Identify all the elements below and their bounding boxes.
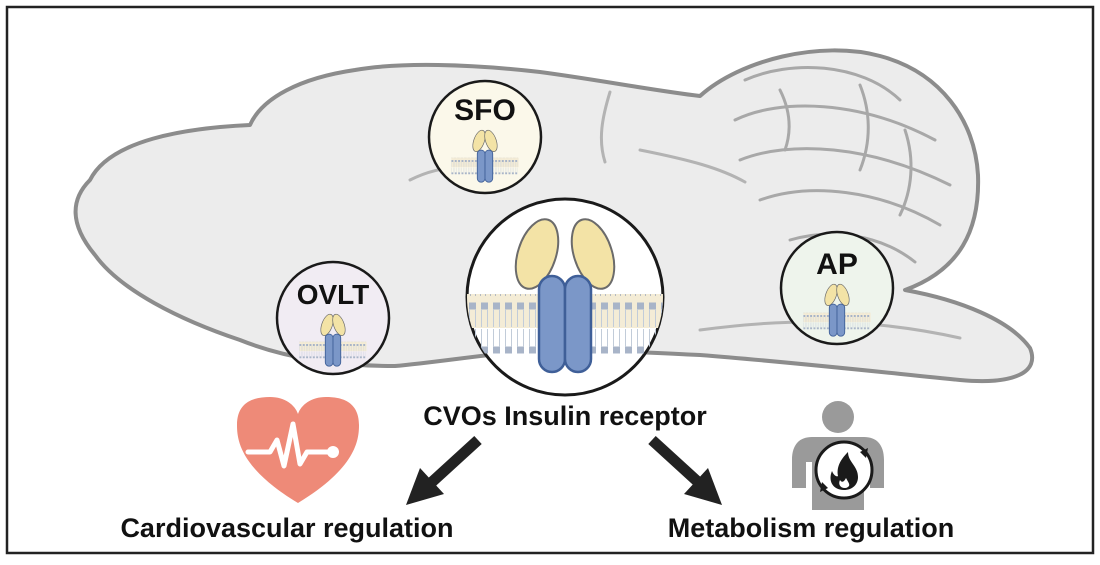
arrow-to-metabolism	[648, 435, 722, 505]
sfo-node: SFO	[427, 79, 543, 195]
person-metabolism-icon	[792, 401, 884, 510]
ovlt-label: OVLT	[297, 279, 370, 310]
ap-node: AP	[779, 230, 895, 346]
ap-label: AP	[816, 248, 858, 281]
metabolism-label: Metabolism regulation	[668, 513, 955, 543]
insulin-receptor-magnified	[465, 197, 665, 397]
ovlt-node: OVLT	[275, 260, 391, 376]
cardiovascular-label: Cardiovascular regulation	[120, 513, 453, 543]
sfo-label: SFO	[454, 94, 516, 127]
heart-pulse-icon	[237, 397, 359, 503]
center-label: CVOs Insulin receptor	[423, 401, 707, 431]
insulin-receptor-icon	[514, 218, 616, 374]
figure-border	[5, 5, 1095, 555]
fire-icon	[830, 452, 858, 490]
arrow-to-cardiovascular	[406, 435, 482, 505]
